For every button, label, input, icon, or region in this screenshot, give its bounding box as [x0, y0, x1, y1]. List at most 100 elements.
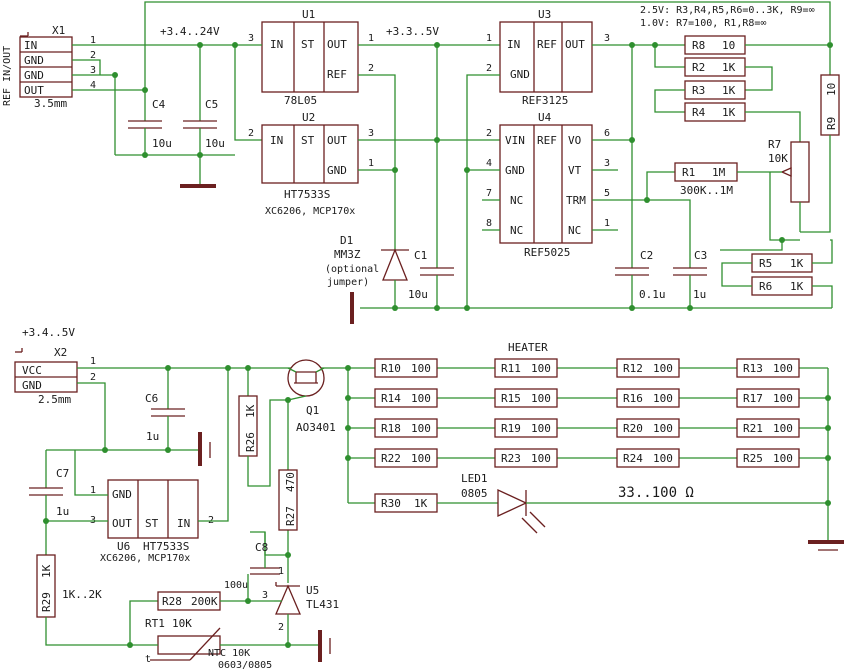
schematic-label: 100 — [653, 362, 673, 375]
schematic-label: 100 — [773, 422, 793, 435]
schematic-label: 100 — [773, 392, 793, 405]
u2-part: HT7533S — [284, 188, 330, 201]
schematic-label: 3 — [604, 33, 610, 44]
connector-x1: REF IN/OUT IN GND GND OUT X1 1 2 3 4 3.5… — [2, 24, 96, 110]
capacitor-c8: C8 100u — [224, 531, 288, 601]
schematic-label: 1K — [722, 84, 736, 97]
schematic-label: R24 — [623, 452, 643, 465]
schematic-label: 1K — [244, 404, 257, 418]
schematic-label: 8 — [486, 218, 492, 229]
schematic-label: 100 — [653, 422, 673, 435]
schematic-label: R25 — [743, 452, 763, 465]
schematic-label: 1 — [278, 566, 284, 577]
schematic-label: R14 — [381, 392, 401, 405]
u2-ref: U2 — [302, 111, 315, 124]
heater-label: HEATER — [508, 341, 548, 354]
resistor-r9: R9 10 — [800, 45, 840, 233]
schematic-label: 6 — [604, 128, 610, 139]
potentiometer-r7: R7 10K — [768, 138, 810, 243]
schematic-label: R21 — [743, 422, 763, 435]
schematic-label: R22 — [381, 452, 401, 465]
schematic-label: IN — [270, 38, 283, 51]
schematic-label: REF — [327, 68, 347, 81]
x1-pin-in: IN — [24, 39, 37, 52]
x1-pin-gnd2: GND — [24, 69, 44, 82]
schematic-label: 1K — [790, 280, 804, 293]
diode-d1: D1 MM3Z (optional jumper) — [325, 234, 409, 308]
regulator-u6: GND OUT ST IN U6 HT7533S XC6206, MCP170x… — [90, 479, 214, 564]
connector-x2: VCC GND X2 1 2 2.5mm — [14, 346, 96, 406]
schematic-label: VO — [568, 134, 581, 147]
schematic-label: R5 — [759, 257, 772, 270]
net-supply-top: +3.4..24V — [160, 25, 220, 38]
schematic-label: 100 — [531, 452, 551, 465]
schematic-label: 100 — [411, 362, 431, 375]
reference-u3: IN REF OUT GND U3 REF3125 1 3 2 — [486, 8, 610, 107]
capacitor-c4: C4 10u — [128, 90, 172, 155]
schematic-label: R26 — [244, 432, 257, 452]
schematic-label: 3 — [248, 33, 254, 44]
x1-pin-out: OUT — [24, 84, 44, 97]
schematic-label: 4 — [486, 158, 492, 169]
schematic-label: ST — [301, 134, 315, 147]
x1-pin-gnd1: GND — [24, 54, 44, 67]
capacitor-c3: C3 1u — [673, 249, 707, 308]
x1-size: 3.5mm — [34, 97, 67, 110]
schematic-label: LED1 — [461, 472, 488, 485]
resistor-r28: R28 200K — [129, 591, 274, 645]
schematic-label: 1u — [693, 288, 706, 301]
schematic-label: NTC 10K — [208, 648, 250, 659]
schematic-label: OUT — [327, 134, 347, 147]
schematic-label: 2 — [248, 128, 254, 139]
schematic-label: R18 — [381, 422, 401, 435]
capacitor-c2: C2 0.1u — [615, 249, 666, 308]
schematic-label: R10 — [381, 362, 401, 375]
schematic-label: VIN — [505, 134, 525, 147]
x1-ref: X1 — [52, 24, 65, 37]
schematic-label: 2 — [90, 372, 96, 383]
schematic-label: OUT — [565, 38, 585, 51]
schematic-label: VCC — [22, 364, 42, 377]
u2-alt: XC6206, MCP170x — [265, 206, 355, 217]
schematic-label: 1 — [90, 485, 96, 496]
schematic-label: C3 — [694, 249, 707, 262]
schematic-label: 2 — [486, 128, 492, 139]
schematic-label: R20 — [623, 422, 643, 435]
schematic-label: 3 — [368, 128, 374, 139]
capacitor-c1: C1 10u — [408, 249, 454, 308]
u1-part: 78L05 — [284, 94, 317, 107]
resistor-r1: R1 1M 300K..1M — [646, 162, 770, 200]
schematic-label: D1 — [340, 234, 353, 247]
schematic-label: VT — [568, 164, 582, 177]
schematic-label: 2 — [486, 63, 492, 74]
schematic-label: REF — [537, 38, 557, 51]
schematic-label: GND — [22, 379, 42, 392]
schematic-label: 3 — [90, 65, 96, 76]
schematic-label: C5 — [205, 98, 218, 111]
schematic-label: 1K — [722, 61, 736, 74]
resistor-r5-r6: R5 1K R6 1K — [720, 239, 833, 308]
schematic-label: 100 — [653, 392, 673, 405]
schematic-label: C6 — [145, 392, 158, 405]
u6-part: HT7533S — [143, 540, 189, 553]
reference-u4: VIN GND NC NC REF VO VT TRM NC U4 REF502… — [486, 111, 610, 259]
schematic-label: 3 — [604, 158, 610, 169]
schematic-label: TRM — [566, 194, 586, 207]
net-supply-mid: +3.3..5V — [386, 25, 439, 38]
schematic-label: 100 — [411, 452, 431, 465]
u6-alt: XC6206, MCP170x — [100, 553, 190, 564]
schematic-label: OUT — [112, 517, 132, 530]
resistor-r29: R29 1K 1K..2K — [36, 554, 130, 646]
schematic-label: 1K — [722, 106, 736, 119]
schematic-label: AO3401 — [296, 421, 336, 434]
schematic-label: IN — [177, 517, 190, 530]
schematic-label: 100u — [224, 580, 248, 591]
schematic-label: jumper) — [327, 277, 369, 288]
resistor-r27: R27 470 — [278, 400, 298, 531]
schematic-label: R29 — [40, 592, 53, 612]
note-1v0: 1.0V: R7=100, R1,R8=∞ — [640, 18, 766, 29]
schematic-label: R1 — [682, 166, 695, 179]
schematic-label: 0.1u — [639, 288, 666, 301]
u6-ref: U6 — [117, 540, 130, 553]
